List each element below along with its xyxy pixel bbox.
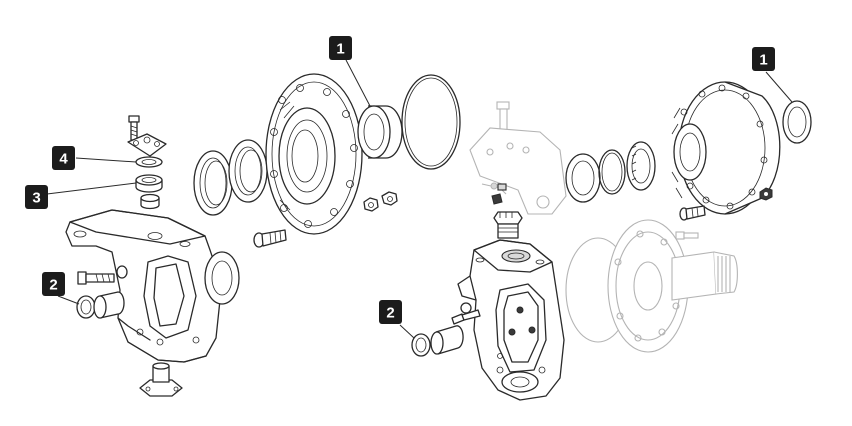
left-outer-bearing [357,105,403,159]
left-bushing-part-2 [76,291,125,319]
right-tapered-bearing [626,141,656,191]
right-stud-bolt [679,205,706,221]
callout-4: 4 [52,146,75,170]
left-bearing-race [228,139,268,203]
callout-1-left: 1 [329,36,352,60]
right-hub [671,81,781,215]
right-bushing-part-2 [411,325,464,357]
svg-text:1: 1 [759,52,767,69]
left-triangle-plate [127,133,167,157]
left-hub-flange [265,73,363,235]
right-o-ring [598,149,626,195]
right-steering-knuckle [457,239,565,401]
svg-text:2: 2 [386,305,394,322]
left-top-bolt [128,115,140,141]
left-bottom-pin [139,362,183,397]
left-nuts [363,191,398,212]
right-ghost-drive-flange [565,219,738,353]
right-ghost-steering-arm [469,127,567,215]
right-small-bolts [491,183,507,205]
left-stud-bolt [253,229,287,248]
callout-2-right: 2 [379,300,402,324]
right-assembly [411,81,812,401]
left-bearing-part-3 [135,174,163,193]
right-outer-seal-part-1 [782,100,812,144]
svg-text:3: 3 [32,190,40,207]
left-assembly [65,73,461,397]
left-small-cup [140,193,160,210]
callouts: 1 1 2 2 3 4 [25,36,793,339]
right-hub-nut [759,187,773,201]
right-seal-ring [565,153,601,203]
callout-1-right: 1 [752,47,775,71]
left-o-ring [401,74,461,170]
right-ghost-small-bolt [675,231,699,240]
left-seal-ring [193,150,233,216]
svg-text:4: 4 [59,151,68,168]
callout-2-left: 2 [42,272,65,296]
left-steering-knuckle [65,209,240,363]
left-washer-part-4 [135,156,163,168]
right-ghost-top-bolt [496,101,510,132]
callout-3: 3 [25,185,48,209]
svg-text:1: 1 [336,41,344,58]
right-castle-nut [493,211,523,239]
left-side-bolt [77,265,128,285]
svg-text:2: 2 [49,277,57,294]
right-pin-bolt [451,302,481,325]
